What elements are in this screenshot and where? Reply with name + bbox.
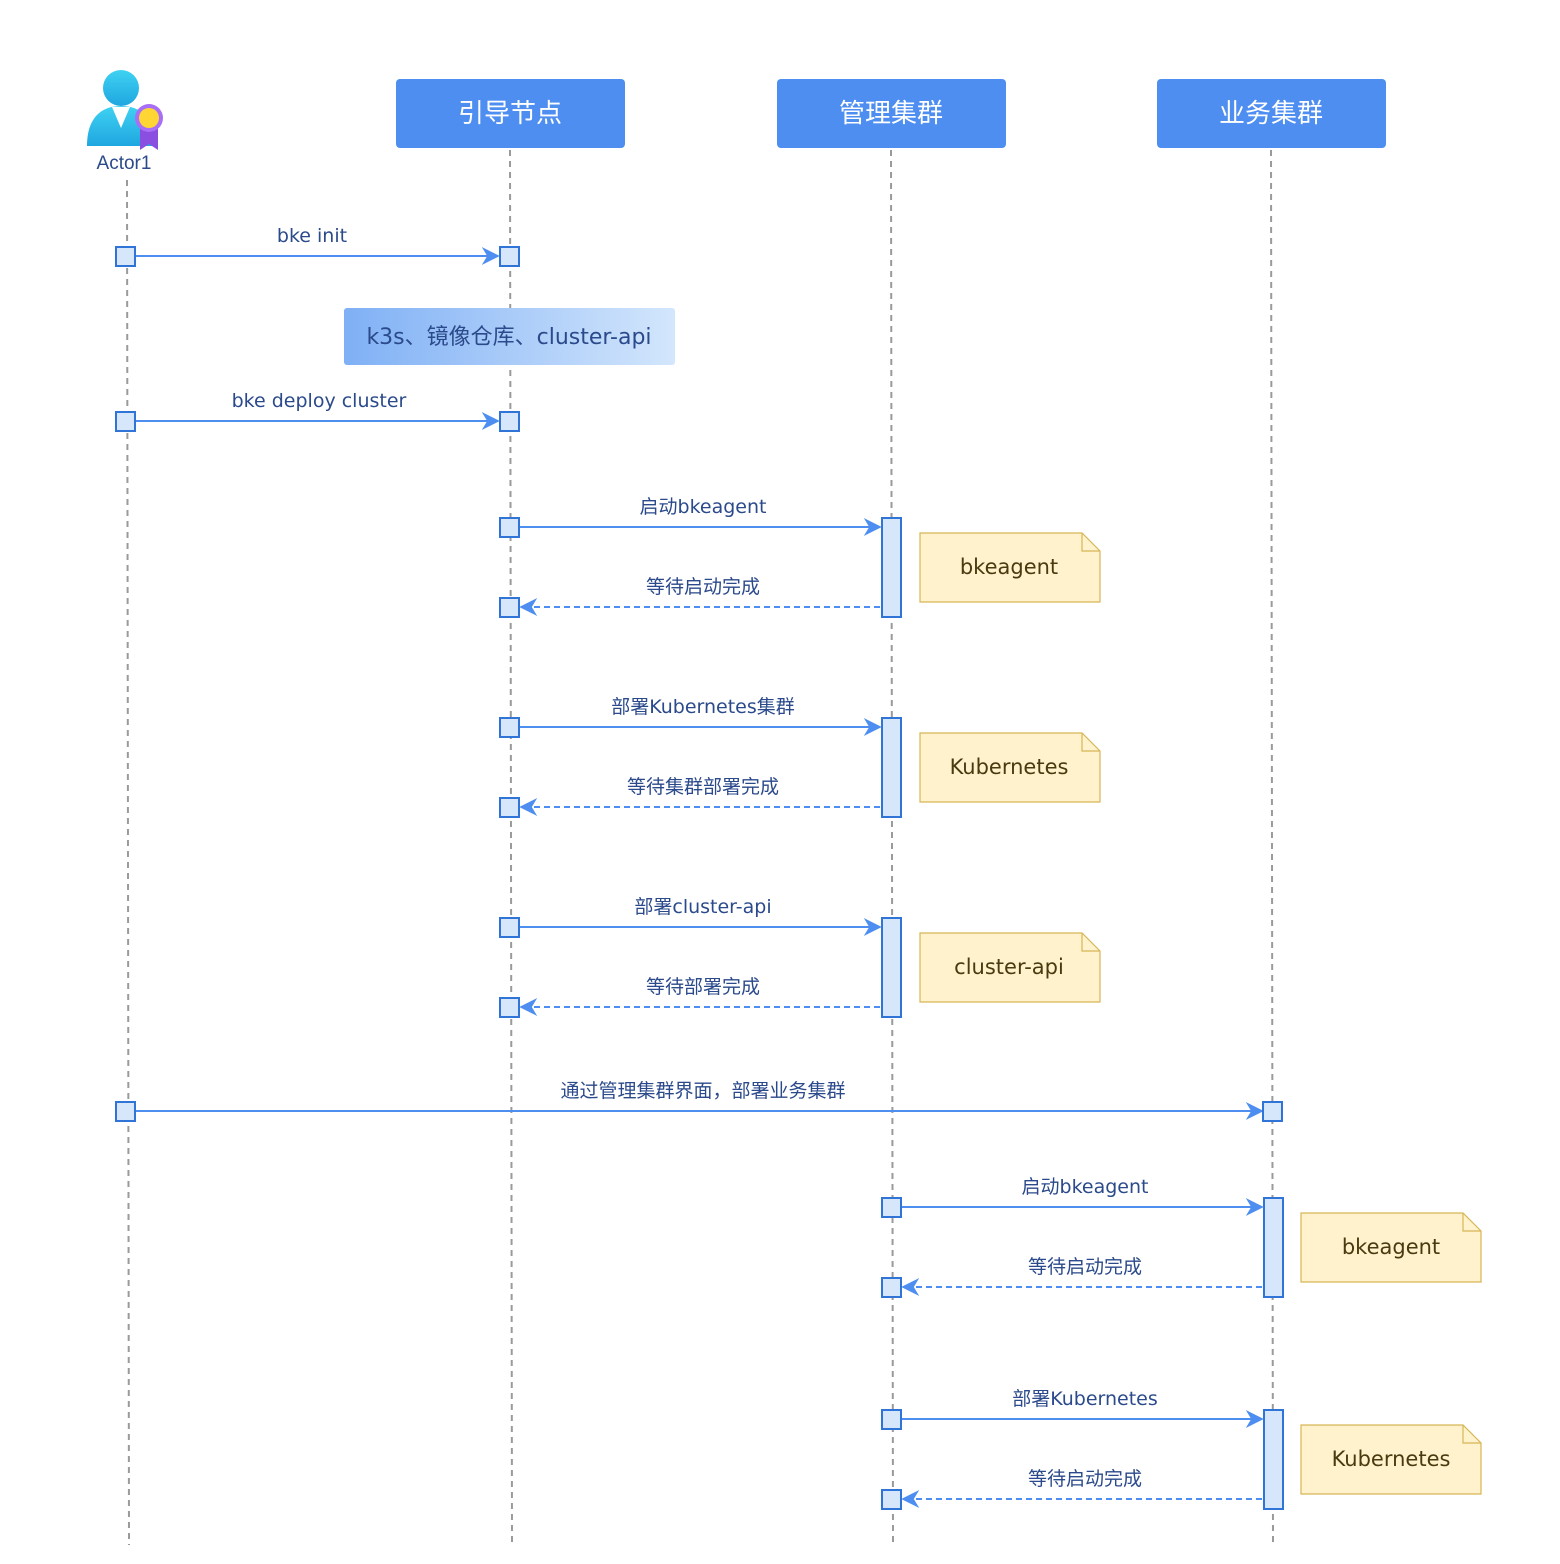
message-wait-cluster-deploy: 等待集群部署完成 [499,776,880,818]
message-endpoint [881,1277,902,1298]
bootstrap-components-label: k3s、镜像仓库、cluster-api [366,325,651,350]
activation-bar [1263,1409,1284,1510]
message-endpoint [499,597,520,618]
message-label: 通过管理集群界面，部署业务集群 [560,1080,845,1102]
message-label: 部署Kubernetes [1012,1388,1158,1410]
message-deploy-workload-cluster: 通过管理集群界面，部署业务集群 [115,1080,1283,1122]
message-label: 部署Kubernetes集群 [611,696,795,718]
message-deploy-kubernetes-workload: 部署Kubernetes [881,1388,1264,1430]
activation-bar [1263,1197,1284,1298]
note-label: bkeagent [960,555,1058,579]
activation-bars [881,517,1284,1510]
message-label: 等待部署完成 [646,976,760,998]
activation-bar [881,717,902,818]
message-endpoint [499,717,520,738]
message-label: 启动bkeagent [640,496,767,518]
message-label: 部署cluster-api [634,896,771,918]
participant-label: 业务集群 [1219,99,1323,129]
message-bke-init: bke init [115,225,520,267]
message-wait-kubernetes-workload: 等待启动完成 [881,1468,1262,1510]
message-endpoint [115,411,136,432]
message-label: 等待启动完成 [646,576,760,598]
message-endpoint [499,797,520,818]
message-wait-start-workload: 等待启动完成 [881,1256,1262,1298]
bootstrap-lifeline [509,149,513,1546]
participant-bootstrap[interactable]: 引导节点 [396,79,625,148]
workload-lifeline [1270,149,1274,1546]
user-with-badge-icon [87,70,163,150]
message-label: bke deploy cluster [232,390,407,412]
actor-label: Actor1 [97,153,152,174]
message-deploy-cluster-api: 部署cluster-api [499,896,882,938]
message-endpoint [499,917,520,938]
note-kubernetes-workload: Kubernetes [1300,1424,1482,1495]
message-endpoint [499,411,520,432]
note-label: bkeagent [1342,1235,1440,1259]
message-bke-deploy-cluster: bke deploy cluster [115,390,520,432]
lifelines [126,149,1274,1546]
note-kubernetes-mgmt: Kubernetes [919,732,1101,803]
message-endpoint [499,517,520,538]
message-label: 启动bkeagent [1022,1176,1149,1198]
note-label: Kubernetes [1332,1447,1451,1471]
message-label: 等待启动完成 [1028,1468,1142,1490]
participant-label: 管理集群 [839,99,943,129]
activation-bar [881,917,902,1018]
message-endpoint [1262,1101,1283,1122]
participant-workload[interactable]: 业务集群 [1157,79,1386,148]
participant-label: 引导节点 [458,99,562,129]
mgmt-lifeline [890,149,894,1546]
message-wait-start-complete: 等待启动完成 [499,576,880,618]
message-endpoint [499,997,520,1018]
message-endpoint [115,246,136,267]
participant-mgmt[interactable]: 管理集群 [777,79,1006,148]
note-bkeagent-mgmt: bkeagent [919,532,1101,603]
message-start-bkeagent-workload: 启动bkeagent [881,1176,1264,1218]
bootstrap-components-box: k3s、镜像仓库、cluster-api [344,308,675,365]
note-label: Kubernetes [950,755,1069,779]
message-label: bke init [277,225,347,247]
message-deploy-kubernetes-cluster: 部署Kubernetes集群 [499,696,882,738]
activation-bar [881,517,902,618]
note-label: cluster-api [954,955,1064,979]
message-endpoint [881,1409,902,1430]
message-start-bkeagent: 启动bkeagent [499,496,882,538]
message-endpoint [881,1489,902,1510]
actor-lifeline [126,179,130,1546]
message-endpoint [881,1197,902,1218]
message-wait-deploy: 等待部署完成 [499,976,880,1018]
actor[interactable]: Actor1 [87,70,163,174]
message-endpoint [499,246,520,267]
note-bkeagent-workload: bkeagent [1300,1212,1482,1283]
message-label: 等待集群部署完成 [627,776,779,798]
message-label: 等待启动完成 [1028,1256,1142,1278]
message-endpoint [115,1101,136,1122]
note-cluster-api-mgmt: cluster-api [919,932,1101,1003]
